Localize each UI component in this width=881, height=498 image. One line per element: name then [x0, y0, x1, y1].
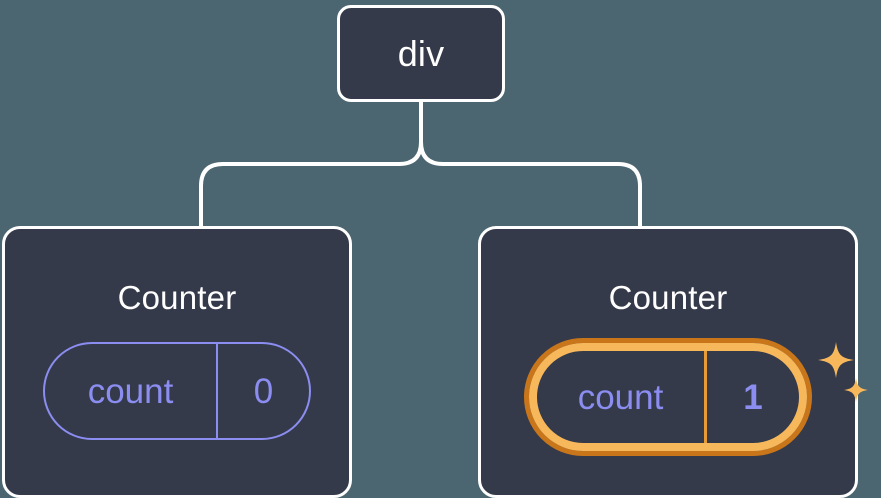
sparkle-large-icon [818, 342, 854, 378]
state-value-label-left: 0 [253, 371, 274, 411]
state-pill-wrapper-right: count 1 [524, 338, 868, 456]
state-pill-highlight-outer-ring [524, 338, 812, 456]
state-pill-value-cell-left: 0 [216, 344, 309, 438]
sparkles-group [818, 342, 868, 402]
connector-left-branch [199, 100, 423, 228]
state-pill-count-left[interactable]: count 0 [43, 342, 311, 440]
state-pill-wrapper-left: count 0 [43, 342, 311, 440]
state-pill-count-right[interactable]: count 1 [537, 351, 799, 443]
state-pill-key-cell-left: count [45, 344, 216, 438]
node-counter-left-title: Counter [117, 279, 237, 316]
node-div-label: div [397, 32, 445, 74]
state-pill-key-cell-right: count [537, 351, 704, 443]
state-pill-value-cell-right: 1 [704, 351, 799, 443]
node-counter-right[interactable]: Counter count 1 [478, 226, 868, 498]
state-key-label-left: count [87, 371, 174, 411]
node-div[interactable]: div [337, 5, 505, 102]
sparkle-small-icon [844, 378, 868, 402]
state-value-label-right: 1 [743, 377, 763, 417]
connector-right-branch [419, 100, 642, 228]
node-counter-left[interactable]: Counter count 0 [2, 226, 352, 498]
node-counter-right-title: Counter [608, 279, 728, 316]
state-key-label-right: count [577, 377, 664, 417]
state-pill-highlight-inner-ring [529, 343, 807, 451]
